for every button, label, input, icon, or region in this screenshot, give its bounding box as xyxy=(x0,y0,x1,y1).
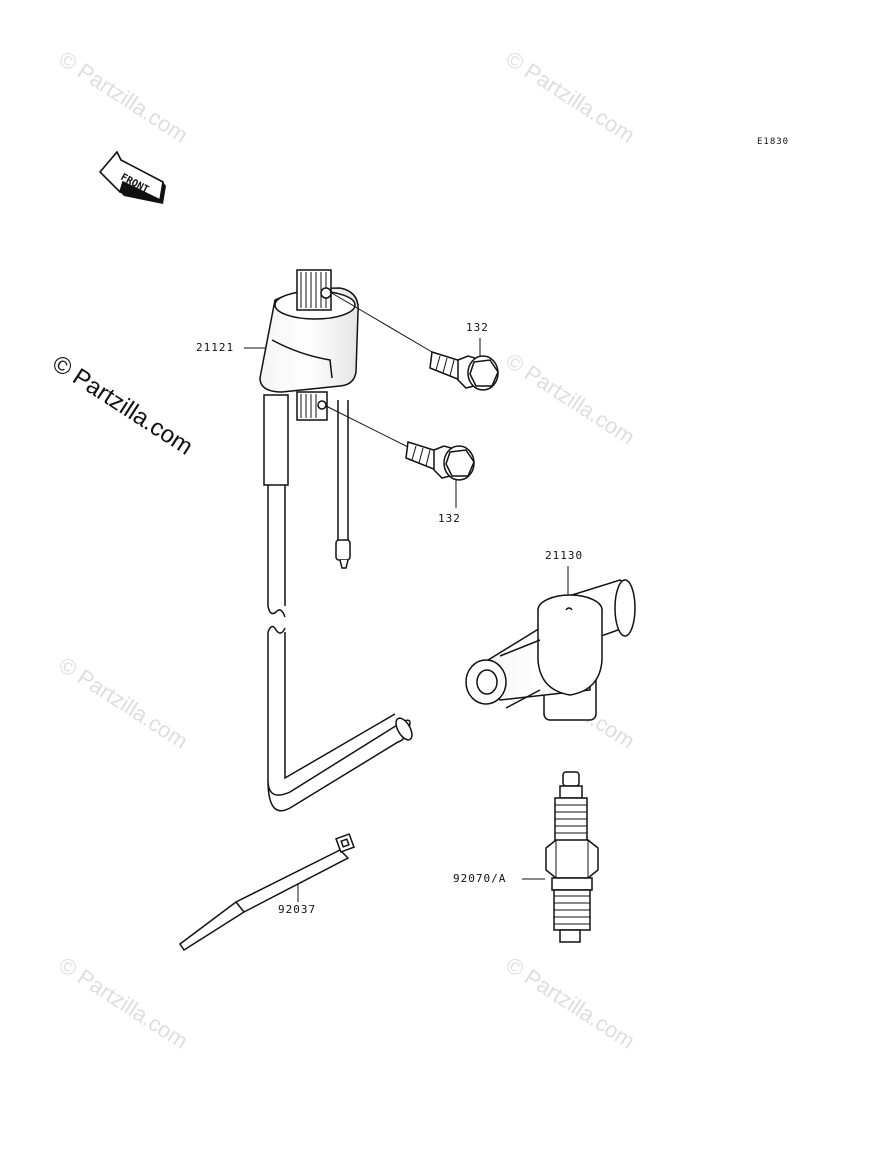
front-arrow-icon: FRONT xyxy=(98,150,166,204)
ignition-coil xyxy=(259,269,413,812)
bolt xyxy=(405,441,475,481)
part-number-bolt-upper[interactable]: 132 xyxy=(466,321,489,334)
part-number-coil[interactable]: 21121 xyxy=(196,341,235,354)
drawing-code: E1830 xyxy=(757,137,790,147)
spark-plug xyxy=(545,771,599,943)
bolt xyxy=(429,351,499,391)
part-number-bolt-lower[interactable]: 132 xyxy=(438,512,461,525)
part-number-spark-plug[interactable]: 92070/A xyxy=(453,872,507,885)
part-number-plug-cap[interactable]: 21130 xyxy=(545,549,584,562)
part-number-clamp[interactable]: 92037 xyxy=(278,903,317,916)
spark-plug-cap xyxy=(465,579,636,721)
cable-tie xyxy=(178,833,355,952)
